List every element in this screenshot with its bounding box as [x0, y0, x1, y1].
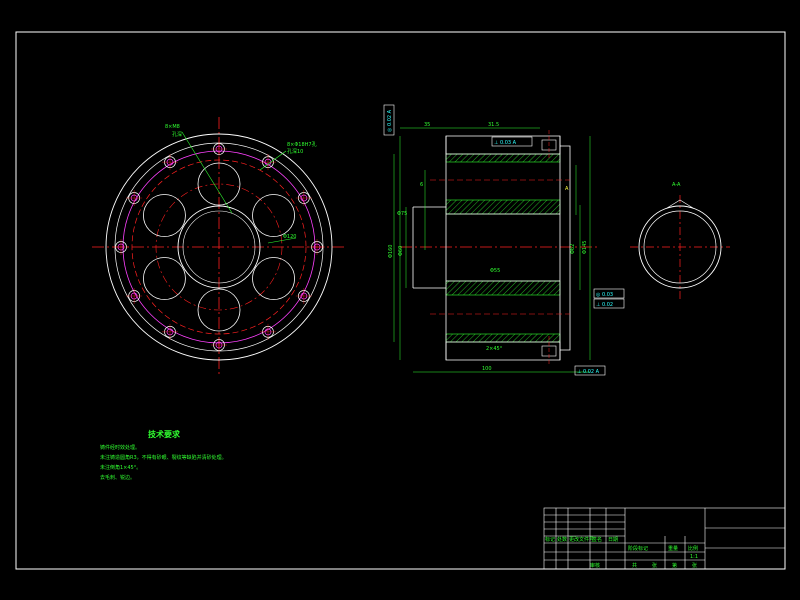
dim-flange-right: Φ145 — [582, 241, 588, 254]
front-view: 8×M8 孔深 8×Φ18H7孔 孔深10 Φ120 — [92, 117, 346, 374]
bolt-hole — [211, 337, 227, 353]
gdt-top-vertical: ◎ 0.02 A — [387, 109, 393, 132]
gdt-bottom-frame: ⊥ 0.02 A — [577, 369, 600, 375]
note-item-3: 未注倒角1×45°。 — [100, 464, 141, 471]
front-callout-right: Φ120 — [283, 234, 296, 240]
tb-ratio: 比例 — [688, 545, 698, 552]
section-label: A-A — [672, 182, 681, 188]
drawing-border — [15, 31, 786, 570]
dim-chamfer: 2×45° — [486, 346, 503, 352]
front-callout-tl-sub: 孔深 — [172, 131, 182, 138]
gdt-right-upper: ◎ 0.03 — [596, 292, 613, 298]
dim-flange-left: Φ160 — [388, 245, 394, 258]
lightening-hole — [143, 194, 186, 237]
tb-stage: 阶段标记 — [628, 545, 648, 552]
bolt-hole — [126, 190, 143, 206]
tb-zone: 更改文件号 — [569, 536, 594, 543]
bolt-hole — [295, 288, 312, 304]
tb-scale: 1:1 — [690, 554, 698, 560]
lightening-hole — [197, 288, 241, 332]
section-a-a: A-A — [630, 182, 730, 300]
tb-total: 共 — [632, 562, 637, 569]
lightening-hole — [143, 257, 186, 300]
side-view: 35 31.5 6 Φ75 Φ60 Φ160 Φ62 Φ145 100 Φ55 … — [383, 104, 625, 376]
dim-bore-left: Φ60 — [398, 246, 404, 256]
tb-sheets: 张 — [652, 562, 657, 569]
dim-overall-bottom: 100 — [482, 366, 492, 372]
title-block-labels: 标记 处数 更改文件号 签名 日期 阶段标记 重量 比例 1:1 审核 共 张 … — [545, 536, 698, 569]
tb-mark: 标记 — [545, 536, 555, 543]
bolt-hole — [211, 141, 227, 157]
tb-weight: 重量 — [668, 545, 678, 552]
bolt-hole — [113, 239, 129, 255]
note-item-2: 未注铸造圆角R3，不得有砂眼、裂纹等缺陷并清砂处理。 — [100, 454, 227, 461]
front-callout-tr: 8×Φ18H7孔 — [287, 141, 317, 148]
dim-top-mid: 31.5 — [488, 122, 499, 128]
bolt-hole — [260, 154, 276, 171]
dim-left-small: 6 — [420, 182, 423, 188]
note-item-1: 铸件经时效处理。 — [100, 444, 140, 451]
dim-top-left: 35 — [424, 122, 430, 128]
dim-bore-right: Φ62 — [570, 244, 576, 254]
tb-checker: 审核 — [590, 562, 600, 569]
bolt-hole — [309, 239, 325, 255]
title-block — [543, 507, 786, 570]
lightening-hole — [197, 162, 241, 206]
tb-sign: 签名 — [592, 536, 602, 543]
note-item-4: 去毛刺、锐边。 — [100, 474, 135, 481]
bolt-hole — [126, 288, 143, 304]
bolt-hole — [295, 190, 312, 206]
gdt-top-frame: ⊥ 0.03 A — [494, 140, 517, 146]
tb-number: 第 — [672, 562, 677, 569]
tb-sheet: 张 — [692, 562, 697, 569]
front-callout-tr-sub: 孔深10 — [287, 148, 303, 155]
lightening-hole — [252, 194, 295, 237]
gdt-right-lower: ⊥ 0.02 — [596, 302, 613, 308]
bolt-hole — [162, 154, 178, 171]
bolt-hole — [162, 323, 178, 340]
dim-internal: Φ55 — [490, 268, 500, 274]
tb-count: 处数 — [557, 536, 567, 543]
lightening-hole — [252, 257, 295, 300]
technical-notes: 技术要求 铸件经时效处理。 未注铸造圆角R3，不得有砂眼、裂纹等缺陷并清砂处理。… — [100, 429, 227, 481]
dim-mid-left: Φ75 — [397, 211, 407, 217]
tb-date: 日期 — [608, 537, 618, 543]
bolt-hole — [260, 323, 276, 340]
notes-title: 技术要求 — [148, 429, 181, 439]
front-callout-tl: 8×M8 — [165, 124, 180, 130]
datum-label: A — [565, 186, 569, 192]
